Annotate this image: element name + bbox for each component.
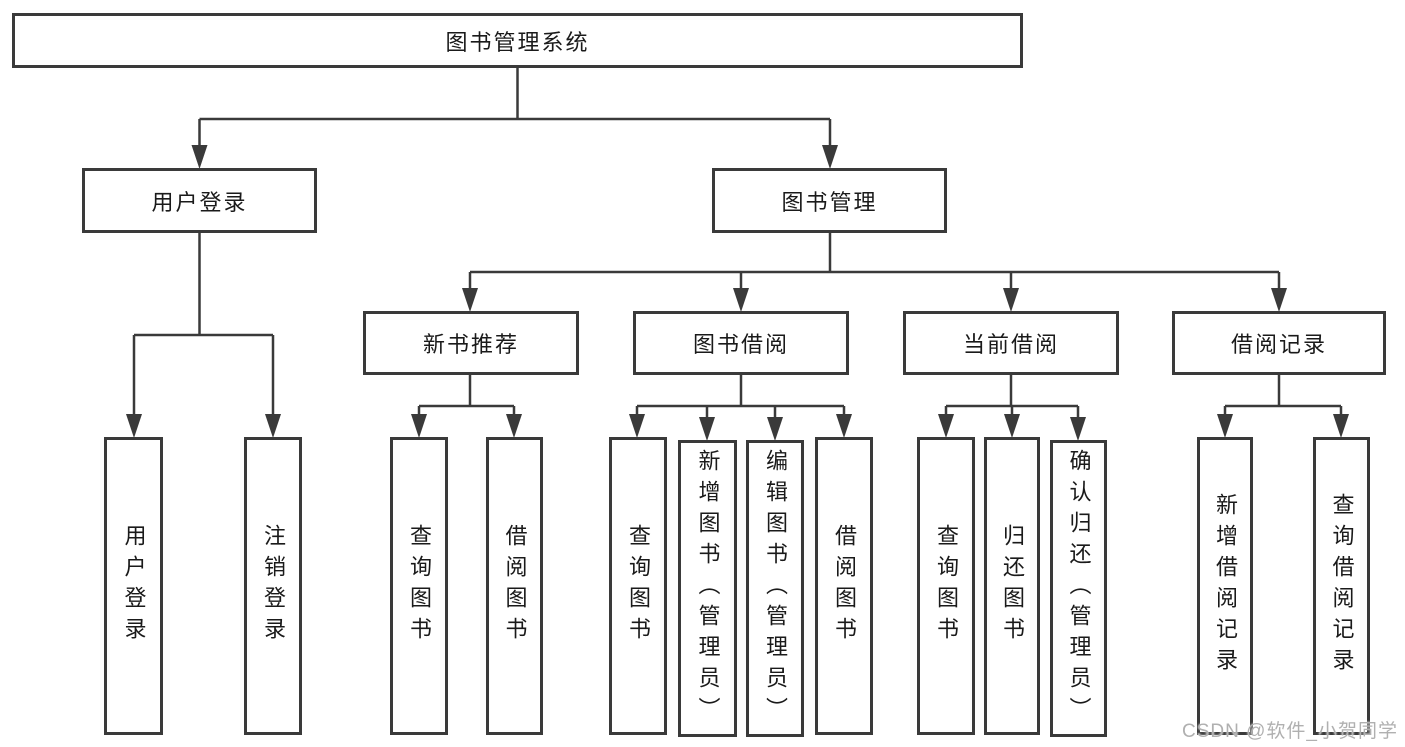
node-query-books-2: 查询图书 <box>609 437 667 735</box>
arrowheads <box>126 145 1349 441</box>
node-logout: 注销登录 <box>244 437 302 735</box>
node-book-management: 图书管理 <box>712 168 947 233</box>
node-user-login-leaf: 用户登录 <box>104 437 163 735</box>
node-user-login: 用户登录 <box>82 168 317 233</box>
node-current-borrow: 当前借阅 <box>903 311 1119 375</box>
node-borrow-records: 借阅记录 <box>1172 311 1386 375</box>
node-book-borrow: 图书借阅 <box>633 311 849 375</box>
node-borrow-books-1: 借阅图书 <box>486 437 543 735</box>
node-library-system: 图书管理系统 <box>12 13 1023 68</box>
csdn-watermark: CSDN @软件_小贺同学 <box>1182 721 1398 742</box>
node-edit-books-admin: 编辑图书（管理员） <box>746 440 804 737</box>
node-return-books: 归还图书 <box>984 437 1040 735</box>
node-query-books-1: 查询图书 <box>390 437 448 735</box>
node-query-books-3: 查询图书 <box>917 437 975 735</box>
connector-paths <box>132 68 1343 420</box>
node-add-borrow-record: 新增借阅记录 <box>1197 437 1253 735</box>
node-borrow-books-2: 借阅图书 <box>815 437 873 735</box>
node-confirm-return-admin: 确认归还（管理员） <box>1050 440 1107 737</box>
node-query-borrow-record: 查询借阅记录 <box>1313 437 1370 735</box>
node-add-books-admin: 新增图书（管理员） <box>678 440 737 737</box>
node-new-book-recommend: 新书推荐 <box>363 311 579 375</box>
